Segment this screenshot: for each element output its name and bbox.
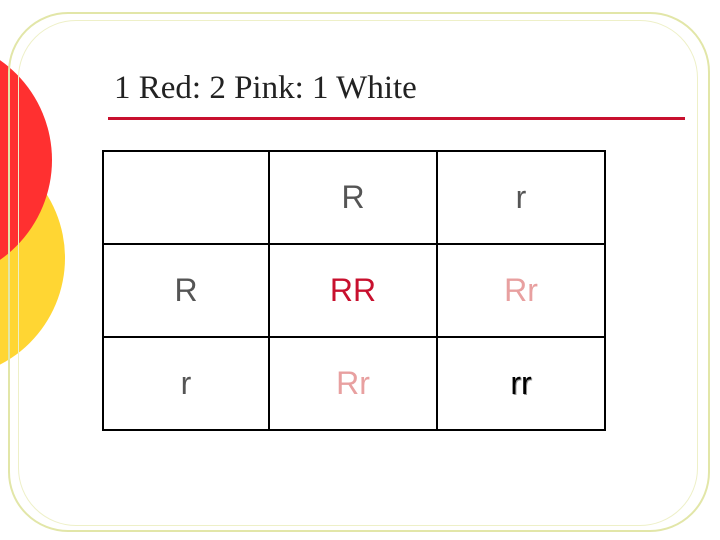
- red-circle: [0, 60, 52, 260]
- column-header-R: R: [268, 150, 438, 245]
- slide-title: 1 Red: 2 Pink: 1 White: [114, 70, 417, 106]
- cell-rr: rr: [436, 336, 606, 431]
- table-row: R RR Rr: [102, 243, 606, 338]
- slide-frame: [8, 12, 710, 532]
- header-row: R r: [102, 150, 606, 245]
- corner-cell: [102, 150, 270, 245]
- column-header-r: r: [436, 150, 606, 245]
- title-underline: [108, 117, 685, 120]
- cell-Rr: Rr: [268, 336, 438, 431]
- decorative-circles: [0, 60, 65, 365]
- table-row: r Rr rr: [102, 336, 606, 431]
- slide-frame-inner: [18, 20, 698, 526]
- punnett-square: R r R RR Rr r Rr rr: [102, 150, 606, 431]
- cell-Rr: Rr: [436, 243, 606, 338]
- cell-RR: RR: [268, 243, 438, 338]
- row-header-r: r: [102, 336, 270, 431]
- row-header-R: R: [102, 243, 270, 338]
